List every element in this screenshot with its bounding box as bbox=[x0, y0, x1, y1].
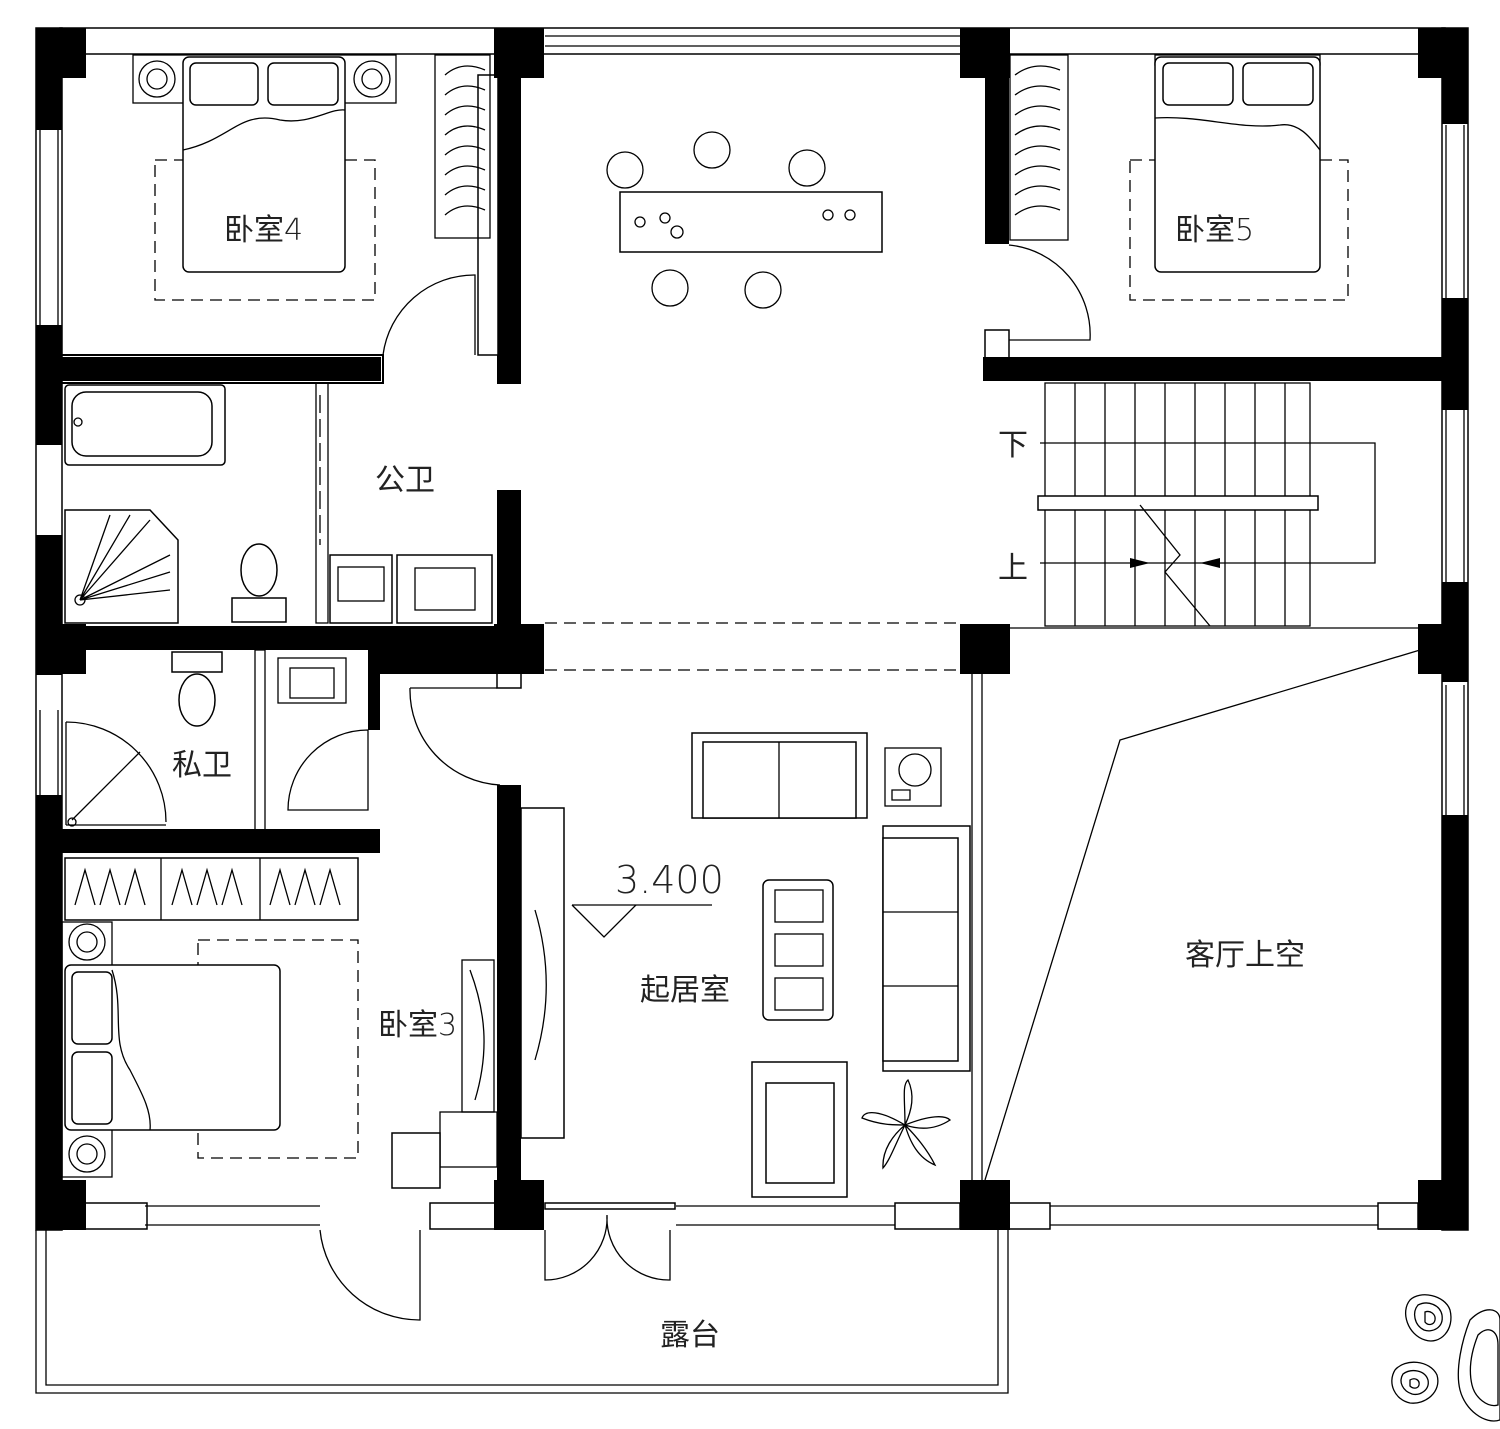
doors bbox=[287, 244, 1091, 1321]
bedroom-3: 卧室3 bbox=[61, 857, 498, 1189]
dining-area bbox=[606, 131, 883, 309]
public-bath: 公卫 bbox=[64, 384, 493, 624]
staircase: 下 上 bbox=[998, 382, 1376, 627]
void-above-hall: 客厅上空 bbox=[984, 649, 1421, 1181]
columns bbox=[36, 28, 1468, 1230]
room-label-bedroom4: 卧室4 bbox=[224, 213, 303, 248]
private-bath: 私卫 bbox=[65, 649, 347, 831]
living-room: 3.400 起居室 bbox=[520, 732, 971, 1198]
wardrobe-hangers bbox=[444, 65, 486, 216]
room-label-private-bath: 私卫 bbox=[172, 748, 232, 783]
room-label-void: 客厅上空 bbox=[1185, 938, 1305, 973]
room-label-living-room: 起居室 bbox=[640, 973, 730, 1008]
wardrobe-hangers-5 bbox=[1014, 65, 1061, 216]
landscape-stones-icon bbox=[1391, 1294, 1500, 1422]
terrace-outline bbox=[35, 1230, 1009, 1394]
bottom-wall bbox=[61, 1202, 1419, 1230]
room-label-bedroom5: 卧室5 bbox=[1175, 213, 1254, 248]
bedroom-5: 卧室5 bbox=[1009, 54, 1349, 301]
room-label-bedroom3: 卧室3 bbox=[378, 1008, 457, 1043]
bedroom-4: 卧室4 bbox=[132, 54, 491, 301]
stair-label-up: 上 bbox=[998, 551, 1028, 586]
stair-label-down: 下 bbox=[998, 428, 1028, 463]
plant-icon bbox=[861, 1078, 952, 1170]
room-label-public-bath: 公卫 bbox=[375, 463, 435, 498]
elevation-label: 3.400 bbox=[615, 858, 724, 902]
interior-walls bbox=[62, 54, 1443, 1182]
room-label-terrace: 露台 bbox=[660, 1318, 720, 1353]
